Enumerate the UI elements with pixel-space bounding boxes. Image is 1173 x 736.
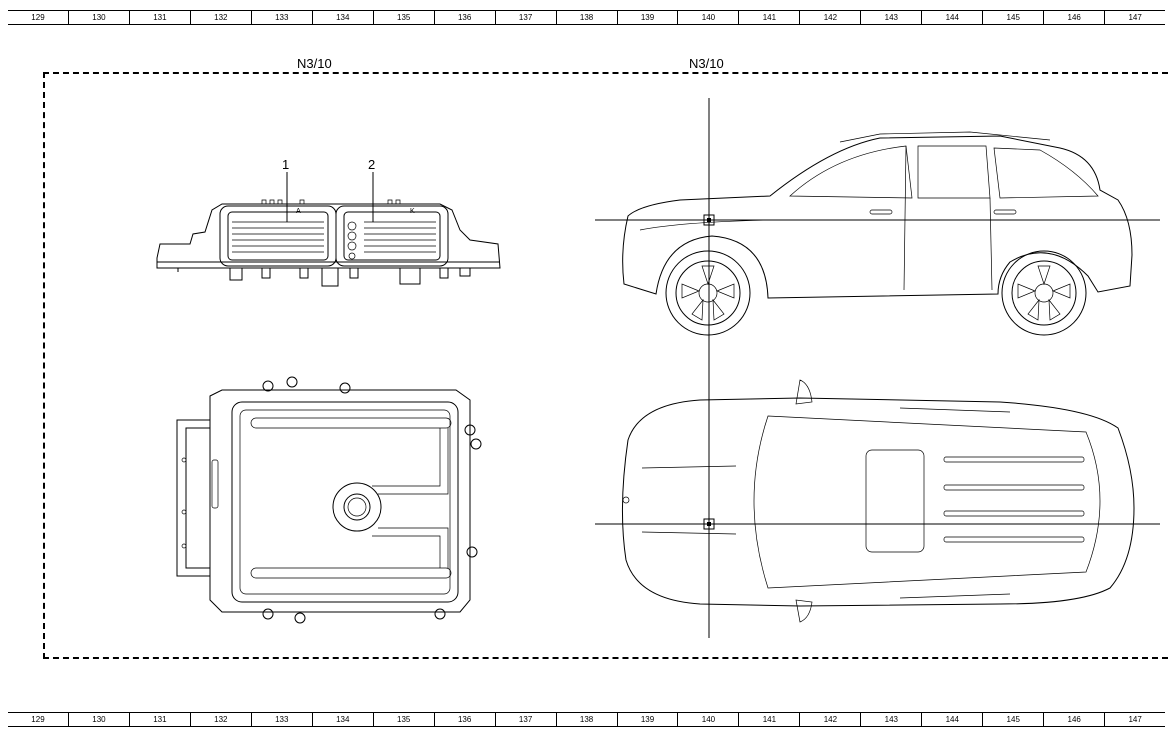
ruler-cell: 143 bbox=[860, 11, 921, 24]
ruler-cell: 135 bbox=[372, 713, 434, 726]
ruler-cell: 129 bbox=[31, 13, 45, 22]
ruler-cell: 145 bbox=[982, 11, 1043, 24]
ruler-cell: 144 bbox=[921, 11, 982, 24]
ruler-cell: 131 bbox=[128, 11, 190, 24]
ruler-cell: 140 bbox=[677, 11, 738, 24]
component-frame bbox=[43, 72, 1168, 659]
ruler-cell: 136 bbox=[433, 713, 495, 726]
control-unit-top-view bbox=[176, 376, 482, 624]
component-label-left: N3/10 bbox=[297, 56, 332, 71]
ruler-cell: 133 bbox=[250, 11, 312, 24]
ruler-cell: 138 bbox=[555, 11, 617, 24]
ruler-cell: 146 bbox=[1043, 11, 1104, 24]
ruler-cell: 139 bbox=[616, 713, 678, 726]
component-label-right: N3/10 bbox=[689, 56, 724, 71]
column-ruler-bottom: 129 130 131 132 133 134 135 136 137 138 … bbox=[8, 712, 1165, 727]
ruler-cell: 139 bbox=[616, 11, 678, 24]
ruler-cell: 137 bbox=[494, 11, 556, 24]
ruler-cell: 135 bbox=[372, 11, 434, 24]
ruler-cell: 134 bbox=[311, 11, 373, 24]
ruler-cell: 141 bbox=[738, 713, 799, 726]
ruler-cell: 132 bbox=[189, 11, 251, 24]
callout-1: 1 bbox=[282, 157, 290, 172]
ruler-cell: 142 bbox=[799, 713, 860, 726]
ruler-cell: 130 bbox=[67, 11, 129, 24]
vehicle-top-view bbox=[621, 379, 1135, 623]
ruler-cell: 147 bbox=[1104, 713, 1165, 726]
ruler-cell: 146 bbox=[1043, 713, 1104, 726]
ruler-cell: 140 bbox=[677, 713, 738, 726]
ruler-cell: 132 bbox=[189, 713, 251, 726]
ruler-cell: 134 bbox=[311, 713, 373, 726]
ruler-cell: 147 bbox=[1104, 11, 1165, 24]
ruler-cell: 129 bbox=[31, 715, 45, 724]
column-ruler-top: 129 130 131 132 133 134 135 136 137 138 … bbox=[8, 10, 1165, 25]
control-unit-front-view bbox=[156, 172, 501, 287]
ruler-cell: 137 bbox=[494, 713, 556, 726]
ruler-cell: 133 bbox=[250, 713, 312, 726]
ruler-cell: 142 bbox=[799, 11, 860, 24]
vehicle-side-view bbox=[622, 131, 1133, 336]
callout-2: 2 bbox=[368, 157, 376, 172]
ruler-cell: 130 bbox=[67, 713, 129, 726]
ruler-cell: 141 bbox=[738, 11, 799, 24]
ruler-cell: 136 bbox=[433, 11, 495, 24]
ruler-cell: 143 bbox=[860, 713, 921, 726]
location-crosshairs bbox=[595, 98, 1160, 638]
ruler-cell: 131 bbox=[128, 713, 190, 726]
ruler-cell: 145 bbox=[982, 713, 1043, 726]
ruler-cell: 144 bbox=[921, 713, 982, 726]
ruler-cell: 138 bbox=[555, 713, 617, 726]
